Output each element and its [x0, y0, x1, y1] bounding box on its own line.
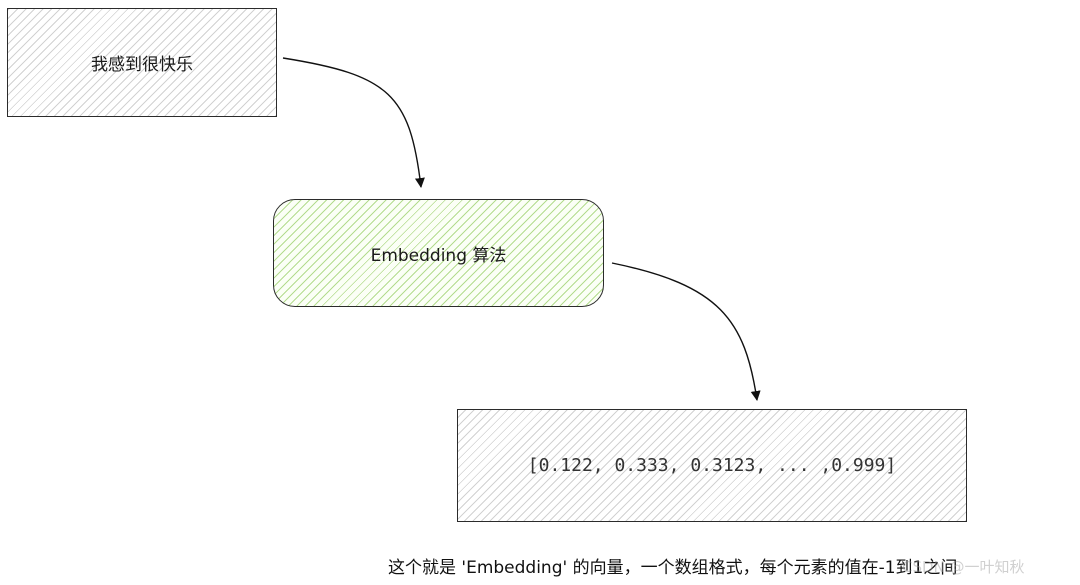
watermark-text: CSDN @一叶知秋: [902, 558, 1025, 576]
embedding-algorithm-label: Embedding 算法: [370, 245, 507, 266]
vector-output-label: [0.122, 0.333, 0.3123, ... ,0.999]: [527, 455, 897, 476]
arrow-algorithm-to-output: [611, 262, 761, 401]
vector-output-box: [0.122, 0.333, 0.3123, ... ,0.999]: [457, 409, 967, 522]
vector-caption: 这个就是 'Embedding' 的向量，一个数组格式，每个元素的值在-1到1之…: [388, 558, 958, 578]
arrow-input-to-algorithm: [282, 57, 425, 188]
input-sentence-box: 我感到很快乐: [7, 8, 277, 117]
embedding-algorithm-box: Embedding 算法: [273, 199, 604, 307]
input-sentence-label: 我感到很快乐: [91, 55, 193, 75]
